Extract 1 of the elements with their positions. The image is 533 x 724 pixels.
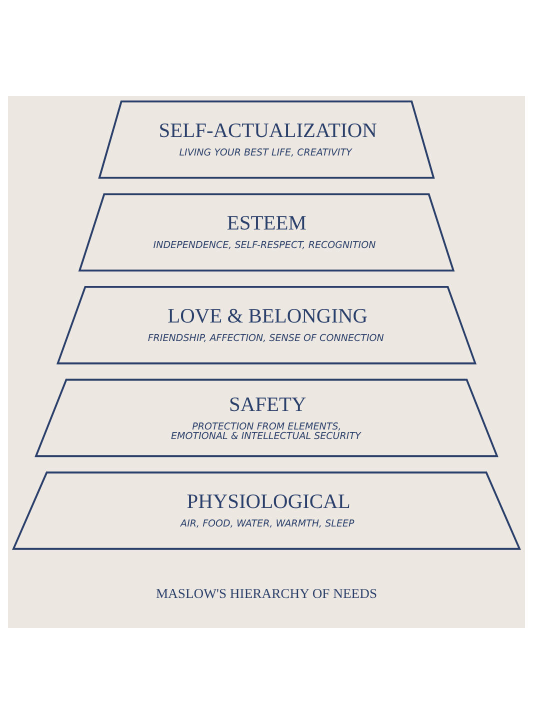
diagram-title: MASLOW'S HIERARCHY OF NEEDS bbox=[156, 586, 378, 601]
